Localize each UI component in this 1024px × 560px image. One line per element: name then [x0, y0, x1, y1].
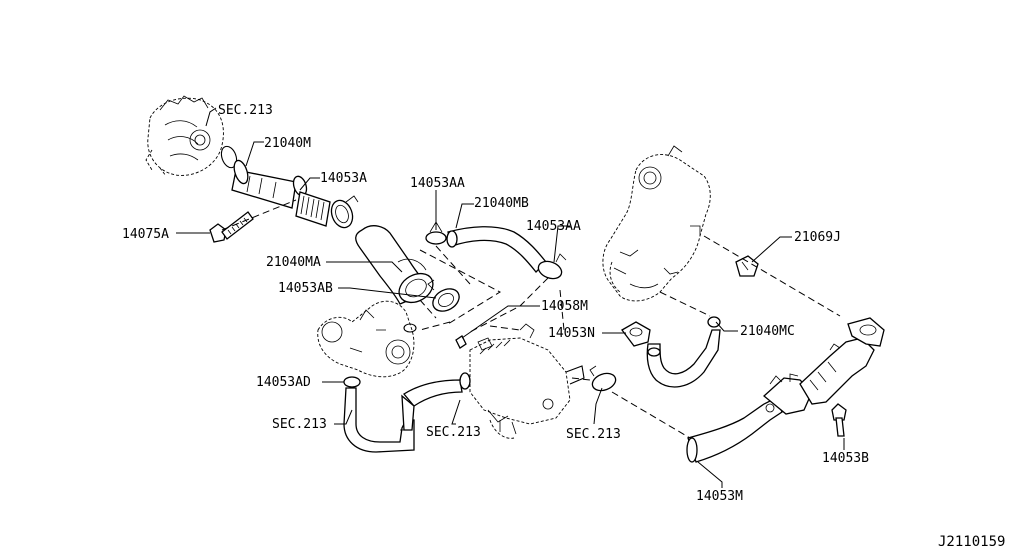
label-21040MC: 21040MC [740, 324, 795, 339]
bolt-14075A [209, 211, 254, 243]
label-21040MA: 21040MA [266, 255, 321, 270]
label-sec213-center: SEC.213 [426, 425, 481, 440]
label-14053M: 14053M [696, 489, 743, 504]
label-sec213-top: SEC.213 [218, 103, 273, 118]
cooler-pipe-right [799, 317, 885, 405]
clamp-center-right [589, 365, 617, 392]
assembly-lines [221, 199, 841, 439]
clamp-14053AA-right [537, 253, 567, 280]
label-21040MB: 21040MB [474, 196, 529, 211]
egr-housing-center [469, 323, 585, 439]
label-14053A: 14053A [320, 171, 367, 186]
diagram-id: J2110159 [938, 534, 1005, 550]
label-14053AA-right: 14053AA [526, 219, 581, 234]
label-21040M: 21040M [264, 136, 311, 151]
hose-21040MB [446, 226, 547, 273]
label-14053AA-left: 14053AA [410, 176, 465, 191]
label-14053AD: 14053AD [256, 375, 311, 390]
part-14058M [455, 335, 467, 349]
valve-body-left [317, 300, 417, 378]
label-14058M: 14058M [541, 299, 588, 314]
engine-block-top-left [145, 95, 224, 177]
label-21069J: 21069J [794, 230, 841, 245]
label-sec213-lower-left: SEC.213 [272, 417, 327, 432]
pipe-21040M [231, 159, 308, 209]
hose-clamp-14053A [295, 191, 359, 229]
label-sec213-right: SEC.213 [566, 427, 621, 442]
hose-21040MA [355, 225, 434, 305]
bolt-14053B [831, 403, 847, 437]
connector-14053N [621, 321, 651, 347]
egr-cooler-upper-right [602, 145, 711, 302]
leader-lines [176, 107, 845, 488]
label-14053AB: 14053AB [278, 281, 333, 296]
label-14075A: 14075A [122, 227, 169, 242]
pipe-center [401, 372, 471, 431]
label-14053N: 14053N [548, 326, 595, 341]
clamp-14053AB [427, 279, 460, 312]
hose-21040MC [646, 316, 721, 388]
pipe-assembly-14053M [686, 373, 813, 463]
gasket-ring [220, 145, 238, 169]
clamp-14053AD [343, 376, 361, 388]
label-14053B: 14053B [822, 451, 869, 466]
